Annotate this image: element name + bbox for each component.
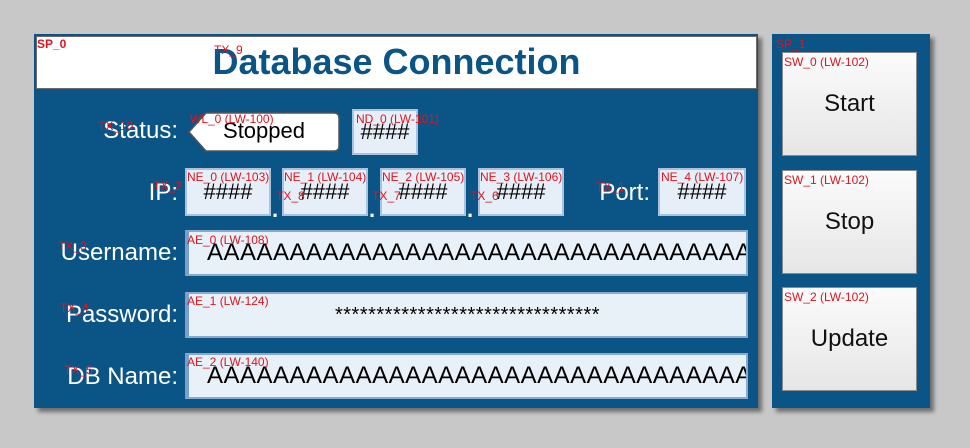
- stop-button[interactable]: Stop: [782, 170, 917, 274]
- page-title: Database Connection: [212, 41, 581, 82]
- ne2-tag: NE_2 (LW-105): [382, 170, 465, 184]
- ip-dot-3: .: [467, 197, 474, 222]
- start-button[interactable]: Start: [782, 52, 917, 156]
- ae0-tag: AE_0 (LW-108): [187, 233, 269, 247]
- port-label: Port:: [599, 179, 650, 206]
- sp-left-tag: SP_0: [37, 37, 67, 51]
- sw0-tag: SW_0 (LW-102): [784, 55, 869, 69]
- ae2-tag: AE_2 (LW-140): [187, 355, 269, 369]
- update-button[interactable]: Update: [782, 287, 917, 391]
- sw1-tag: SW_1 (LW-102): [784, 173, 869, 187]
- password-input[interactable]: ********************************: [185, 292, 748, 338]
- status-wl-tag: WL_0 (LW-100): [190, 112, 274, 126]
- ne0-tag: NE_0 (LW-103): [187, 170, 270, 184]
- ip-octet-2-input[interactable]: ####: [282, 168, 368, 216]
- stop-button-label: Stop: [824, 208, 875, 235]
- username-label: Username:: [60, 239, 178, 266]
- ne3-tag: NE_3 (LW-106): [480, 170, 563, 184]
- dot3-tag: TX_6: [470, 189, 499, 203]
- sp-right-tag: SP_1: [776, 37, 806, 51]
- password-label-tag: TX_4: [60, 301, 89, 315]
- status-label-tag: TX_10: [98, 119, 134, 133]
- sw2-tag: SW_2 (LW-102): [784, 290, 869, 304]
- dbname-input[interactable]: AAAAAAAAAAAAAAAAAAAAAAAAAAAAAAAAA: [185, 353, 748, 399]
- ip-dot-2: .: [369, 197, 376, 222]
- status-nd-tag: ND_0 (LW-101): [356, 112, 439, 126]
- ae1-tag: AE_1 (LW-124): [187, 294, 269, 308]
- ne1-tag: NE_1 (LW-104): [284, 170, 367, 184]
- dbname-label-tag: TX_5: [64, 363, 93, 377]
- ip-octet-3-input[interactable]: ####: [380, 168, 466, 216]
- username-input[interactable]: AAAAAAAAAAAAAAAAAAAAAAAAAAAAAAAAA: [185, 230, 748, 276]
- port-input[interactable]: ####: [658, 168, 746, 216]
- status-label: Status:: [103, 117, 178, 144]
- status-value: Stopped: [223, 118, 305, 143]
- start-button-label: Start: [824, 90, 875, 117]
- ip-label: IP:: [148, 179, 178, 206]
- username-label-tag: TX_3: [58, 239, 87, 253]
- ip-octet-1-input[interactable]: ####: [185, 168, 271, 216]
- status-word-lamp: [188, 112, 340, 152]
- ip-octet-4-input[interactable]: ####: [478, 168, 564, 216]
- title-tag: TX_9: [214, 43, 243, 57]
- dot1-tag: TX_8: [276, 189, 305, 203]
- title-box: [36, 36, 757, 89]
- ne4-tag: NE_4 (LW-107): [661, 170, 744, 184]
- ip-label-tag: TX_2: [153, 179, 182, 193]
- ip-dot-1: .: [272, 197, 279, 222]
- dot2-tag: TX_7: [372, 189, 401, 203]
- password-label: Password:: [65, 301, 178, 328]
- dbname-label: DB Name:: [67, 363, 178, 390]
- connection-panel: [34, 34, 758, 408]
- port-label-tag: TX_1: [596, 180, 625, 194]
- update-button-label: Update: [810, 325, 889, 352]
- status-code-display: ####: [352, 109, 418, 155]
